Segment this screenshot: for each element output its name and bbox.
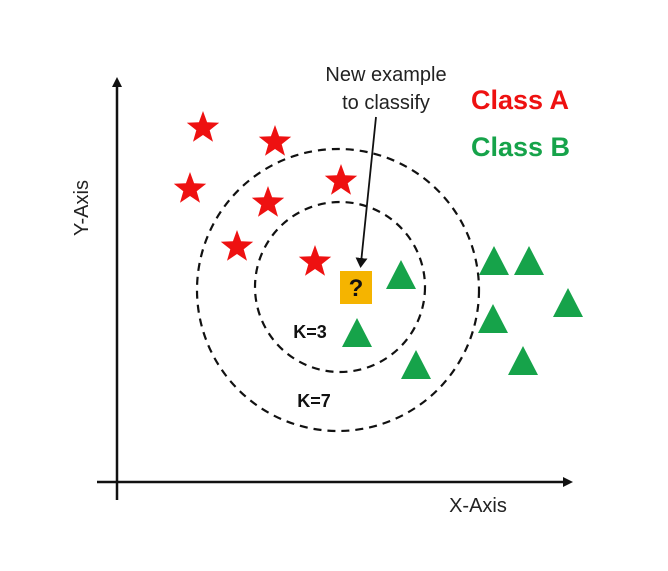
class-b-triangle-5 bbox=[478, 304, 508, 333]
k3-label: K=3 bbox=[293, 322, 327, 342]
class-b-triangle-1 bbox=[386, 260, 416, 289]
k7-label: K=7 bbox=[297, 391, 331, 411]
x-axis-label: X-Axis bbox=[449, 495, 507, 517]
query-point: ? bbox=[340, 271, 372, 304]
annotation-line-1: New example bbox=[325, 64, 446, 86]
class-b-triangle-3 bbox=[514, 246, 544, 275]
class-b-triangle-6 bbox=[342, 318, 372, 347]
class-a-star-1 bbox=[186, 111, 220, 142]
k7-circle bbox=[195, 147, 481, 433]
class-a-star-5 bbox=[251, 186, 285, 217]
class-a-star-4 bbox=[324, 164, 358, 195]
annotation-line-2: to classify bbox=[342, 92, 430, 114]
class-a-star-7 bbox=[298, 245, 332, 276]
class-a-star-3 bbox=[173, 172, 207, 203]
class-a-points bbox=[173, 111, 358, 276]
class-b-triangle-8 bbox=[508, 346, 538, 375]
class-b-points bbox=[342, 246, 583, 379]
class-b-triangle-7 bbox=[401, 350, 431, 379]
class-a-star-6 bbox=[220, 230, 254, 261]
class-b-triangle-4 bbox=[553, 288, 583, 317]
class-b-triangle-2 bbox=[479, 246, 509, 275]
y-axis-label: Y-Axis bbox=[71, 180, 93, 236]
query-square bbox=[340, 271, 372, 304]
query-mark: ? bbox=[349, 275, 364, 302]
k3-circle bbox=[253, 200, 427, 374]
class-a-star-2 bbox=[258, 125, 292, 156]
legend-class-b: Class B bbox=[471, 132, 570, 162]
annotation-arrow bbox=[355, 116, 377, 268]
legend-class-a: Class A bbox=[471, 85, 569, 115]
